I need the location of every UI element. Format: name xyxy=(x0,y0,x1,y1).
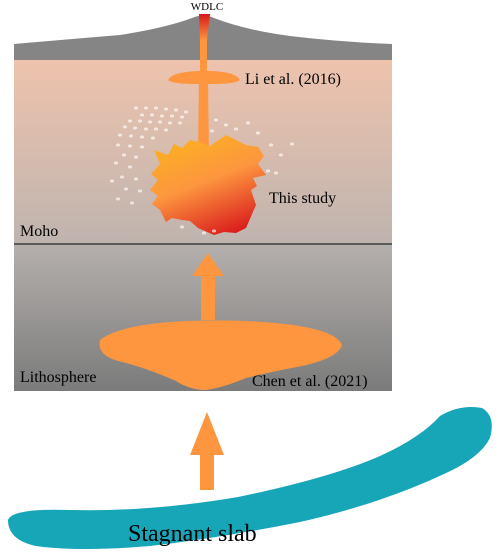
asterisk-marker: * xyxy=(148,119,153,130)
lower-source-label: Chen et al. (2021) xyxy=(252,373,368,390)
asterisk-marker: * xyxy=(154,105,159,116)
upper-magma-chamber xyxy=(168,71,240,84)
asterisk-marker: * xyxy=(151,135,156,146)
asterisk-marker: * xyxy=(214,117,219,128)
asterisk-marker: * xyxy=(168,120,173,131)
main-magma-body xyxy=(150,135,266,235)
asterisk-marker: * xyxy=(158,119,163,130)
asterisk-marker: * xyxy=(290,141,295,152)
asterisk-marker: * xyxy=(150,112,155,123)
asterisk-marker: * xyxy=(123,124,128,135)
lithosphere-label: Lithosphere xyxy=(20,369,96,386)
asterisk-marker: * xyxy=(122,152,127,163)
asterisk-marker: * xyxy=(202,230,207,241)
asterisk-marker: * xyxy=(180,114,185,125)
upper-chamber-label: Li et al. (2016) xyxy=(245,71,341,88)
asterisk-marker: * xyxy=(134,105,139,116)
asterisk-marker: * xyxy=(279,152,284,163)
asterisk-marker: * xyxy=(174,107,179,118)
asterisk-marker: * xyxy=(140,134,145,145)
asterisk-marker: * xyxy=(128,143,133,154)
asterisk-marker: * xyxy=(116,196,121,207)
asterisk-marker: * xyxy=(129,133,134,144)
asterisk-marker: * xyxy=(234,126,239,137)
lithosphere-upwelling-arrow xyxy=(192,253,224,320)
asterisk-marker: * xyxy=(170,113,175,124)
asterisk-marker: * xyxy=(274,170,279,181)
asterisk-marker: * xyxy=(212,228,217,239)
magma-conduit xyxy=(198,14,210,160)
stagnant-slab xyxy=(8,407,492,549)
asterisk-marker: * xyxy=(134,176,139,187)
asterisk-marker: * xyxy=(124,186,129,197)
asterisk-marker: * xyxy=(178,120,183,131)
asterisk-marker: * xyxy=(269,142,274,153)
asterisk-scatter: ****************************************… xyxy=(110,105,295,241)
asterisk-marker: * xyxy=(138,188,143,199)
asterisk-marker: * xyxy=(134,154,139,165)
asterisk-marker: * xyxy=(140,144,145,155)
asterisk-marker: * xyxy=(256,130,261,141)
asterisk-marker: * xyxy=(130,200,135,211)
asterisk-marker: * xyxy=(133,125,138,136)
asterisk-marker: * xyxy=(128,118,133,129)
asterisk-marker: * xyxy=(184,109,189,120)
asterisk-marker: * xyxy=(118,132,123,143)
volcano-label: WDLC xyxy=(191,1,223,13)
mantle-upwelling-arrow xyxy=(190,412,224,490)
asterisk-marker: * xyxy=(110,178,115,189)
asterisk-marker: * xyxy=(210,128,215,139)
asterisk-marker: * xyxy=(128,164,133,175)
asterisk-marker: * xyxy=(120,174,125,185)
moho-label: Moho xyxy=(20,223,58,240)
slab-label: Stagnant slab xyxy=(128,521,257,547)
asterisk-marker: * xyxy=(164,127,169,138)
asterisk-marker: * xyxy=(138,118,143,129)
asterisk-marker: * xyxy=(246,120,251,131)
asterisk-marker: * xyxy=(180,224,185,235)
asterisk-marker: * xyxy=(266,168,271,179)
asterisk-marker: * xyxy=(114,160,119,171)
asterisk-marker: * xyxy=(164,106,169,117)
asterisk-marker: * xyxy=(116,142,121,153)
main-chamber-label: This study xyxy=(269,190,336,207)
asterisk-marker: * xyxy=(154,126,159,137)
asterisk-marker: * xyxy=(140,112,145,123)
lower-melt-source xyxy=(99,320,342,390)
asterisk-marker: * xyxy=(160,113,165,124)
asterisk-marker: * xyxy=(224,122,229,133)
asterisk-marker: * xyxy=(144,105,149,116)
asterisk-marker: * xyxy=(144,126,149,137)
